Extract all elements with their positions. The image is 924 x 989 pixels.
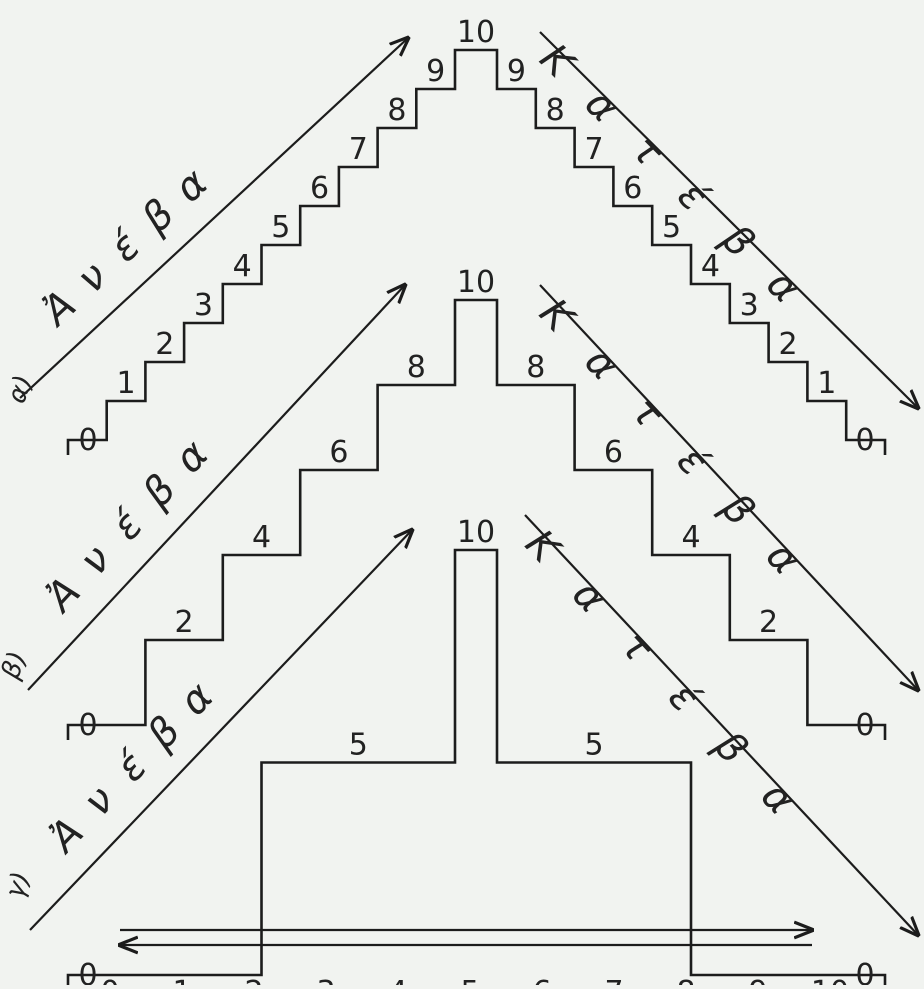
diagram-1-down-word-letter: α [576,80,627,131]
diagram-1-up-number: 4 [233,249,252,284]
diagram-1-up-word-letter: Ἀ [32,282,86,336]
bottom-scale-number: 3 [316,975,335,985]
bottom-scale-number: 9 [748,975,767,985]
bottom-scale-number: 10 [811,975,849,985]
diagram-1-down-number: 3 [740,288,759,323]
diagram-1-down-number: 4 [701,249,720,284]
diagram-3-label: γ) [0,868,37,902]
diagram-1-up-word-letter: α [166,160,217,212]
diagram-2-down-word-letter: Κ [530,290,583,343]
diagram-3-down-number: 0 [855,958,874,985]
diagram-2-top-number: 10 [457,265,495,300]
diagram-2-down-number: 6 [604,435,623,470]
diagram-2-up-number: 0 [78,708,97,743]
diagram-1-up-word-letter: ν [69,253,117,302]
diagram-1-up-number: 3 [194,288,213,323]
diagram-1-up-number: 0 [78,423,97,458]
diagram-1-up-number: 9 [426,54,445,89]
diagram-1-up-number: 5 [271,210,290,245]
diagram-1-up-number: 2 [155,327,174,362]
bottom-scale-number: 6 [532,975,551,985]
diagram-1-up-word-letter: έ [102,222,150,271]
diagram-2-up-word-letter: Ἀ [35,569,89,623]
diagram-1-up-number: 6 [310,171,329,206]
diagram-3-down-word-letter: τ [611,623,662,673]
diagram-2-up-word-letter: έ [103,501,152,549]
diagram-2-down-number: 0 [855,708,874,743]
diagram-1-down-number: 2 [778,327,797,362]
diagram-1-down-number: 8 [546,93,565,128]
diagram-1-down-word-letter: Κ [531,35,584,88]
bottom-scale-number: 8 [676,975,695,985]
diagram-3-down-word-letter: έ [659,674,708,722]
diagram-1-up-number: 1 [117,366,136,401]
diagram-3-down-word-letter: α [563,571,615,622]
diagram-1-down-number: 6 [623,171,642,206]
diagram-1-up-number: 8 [387,93,406,128]
diagram-1-down-word-letter: α [758,261,809,312]
diagram-1-down-number: 7 [584,132,603,167]
diagram-2-up-number: 2 [175,605,194,640]
diagram-2-up-word-letter: α [166,432,218,483]
diagram-3-up-number: 5 [349,728,368,763]
diagram-2-up-arrow [28,285,405,690]
diagram-2-label: β) [0,648,33,684]
diagram-3-up-word-letter: έ [108,742,157,790]
diagram-2-down-word-letter: έ [668,438,717,486]
diagram-2-up-number: 4 [252,520,271,555]
diagram-2-up-word-letter: ν [71,536,120,584]
diagram-3-up-word-letter: Ἀ [39,809,93,863]
bottom-scale-number: 7 [604,975,623,985]
diagram-2-up-number: 8 [407,350,426,385]
diagram-2-down-number: 2 [759,605,778,640]
diagram-1-down-number: 5 [662,210,681,245]
diagram-1-top-number: 10 [457,15,495,50]
diagram-2-up-word-letter: β [133,466,185,517]
diagram-3-up-word-letter: α [171,674,222,725]
bottom-scale-number: 1 [172,975,191,985]
diagram-3-up-word-letter: ν [75,777,124,825]
diagram-3-down-word-letter: α [752,773,804,824]
bottom-scale-number: 0 [100,975,119,985]
diagram-1-down-number: 9 [507,54,526,89]
bottom-scale-number: 2 [244,975,263,985]
diagram-1-label: α) [2,371,40,407]
diagram-2-down-word-letter: α [757,533,809,584]
diagram-2-down-number: 4 [681,520,700,555]
diagram-3-down-word-letter: β [704,722,756,773]
diagram-3-down-number: 5 [584,728,603,763]
bottom-scale-number: 4 [388,975,407,985]
diagram-2-up-number: 6 [329,435,348,470]
diagram-1-up-number: 7 [349,132,368,167]
diagram-3-down-word-letter: Κ [516,521,569,574]
diagram-1-down-number: 0 [855,423,874,458]
diagram-2-down-word-letter: β [711,484,763,535]
diagram-1-down-word-letter: τ [622,126,672,176]
diagram-2-down-word-letter: τ [622,388,673,438]
bottom-scale-number: 5 [460,975,479,985]
diagram-3-top-number: 10 [457,515,495,550]
diagram-2-down-number: 8 [526,350,545,385]
diagram-3-up-number: 0 [78,958,97,985]
diagram-1-up-word-letter: β [133,191,184,243]
diagram-2-down-word-letter: α [576,339,628,390]
diagram-1-down-number: 1 [817,366,836,401]
